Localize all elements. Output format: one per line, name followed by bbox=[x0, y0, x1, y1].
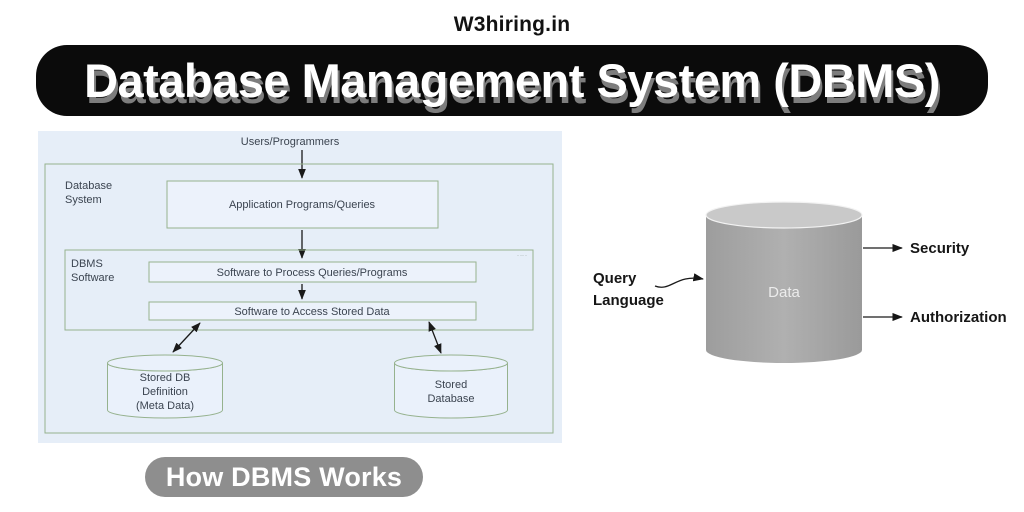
query-language-label-line1: Query bbox=[593, 270, 637, 287]
database-system-label-line1: Database bbox=[65, 180, 112, 192]
application-programs-label: Application Programs/Queries bbox=[229, 199, 376, 211]
stored-database-line2: Database bbox=[427, 393, 474, 405]
dbms-software-frame bbox=[64, 249, 534, 331]
software-access-label: Software to Access Stored Data bbox=[234, 306, 390, 318]
caption-pill: How DBMS Works bbox=[145, 457, 423, 497]
metadata-cylinder-line2: Definition bbox=[142, 386, 188, 398]
metadata-cylinder: Stored DB Definition (Meta Data) bbox=[107, 354, 223, 419]
dbms-architecture-diagram: Users/Programmers Database System Applic… bbox=[38, 131, 562, 443]
metadata-cylinder-line3: (Meta Data) bbox=[136, 400, 194, 412]
page-title: Database Management System (DBMS) bbox=[84, 54, 940, 107]
arrow-access-to-metadata bbox=[172, 322, 201, 353]
users-programmers-label: Users/Programmers bbox=[241, 136, 340, 148]
software-process-label: Software to Process Queries/Programs bbox=[217, 267, 408, 279]
authorization-label: Authorization bbox=[910, 309, 1007, 326]
database-system-label-line2: System bbox=[65, 194, 102, 206]
software-access-box bbox=[148, 301, 477, 321]
query-language-label-line2: Language bbox=[593, 292, 664, 309]
data-cylinder-label: Data bbox=[768, 284, 800, 301]
application-programs-box bbox=[166, 180, 439, 229]
data-cylinder: Data bbox=[705, 201, 863, 363]
database-system-frame bbox=[44, 163, 554, 434]
security-label: Security bbox=[910, 240, 970, 257]
stored-database-line1: Stored bbox=[435, 379, 467, 391]
caption-text: How DBMS Works bbox=[165, 461, 403, 492]
software-process-box bbox=[148, 261, 477, 283]
site-label: W3hiring.in bbox=[453, 13, 571, 36]
stored-database-cylinder: Stored Database bbox=[394, 354, 508, 419]
arrow-access-to-storeddb bbox=[428, 321, 442, 354]
metadata-cylinder-line1: Stored DB bbox=[140, 372, 191, 384]
tiny-watermark-text: ·· ···· ·· bbox=[517, 254, 527, 258]
data-security-illustration: Data Query Language Security Authorizati… bbox=[593, 201, 1007, 363]
title-banner: Database Management System (DBMS) bbox=[36, 45, 988, 116]
dbms-software-label-line2: Software bbox=[71, 272, 114, 284]
arrow-query-to-data bbox=[654, 273, 704, 288]
dbms-software-label-line1: DBMS bbox=[71, 258, 103, 270]
